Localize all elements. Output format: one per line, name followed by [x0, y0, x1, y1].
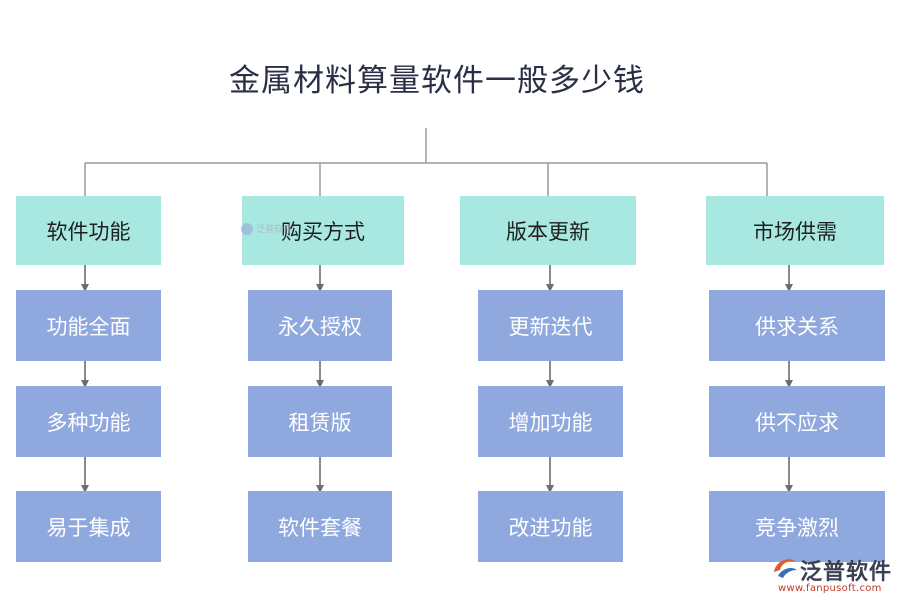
header-box-purchase-method: 购买方式 — [242, 196, 404, 265]
child-box: 改进功能 — [478, 491, 623, 562]
diagram-title: 金属材料算量软件一般多少钱 — [229, 63, 645, 99]
child-box: 增加功能 — [478, 386, 623, 457]
child-box: 供求关系 — [709, 290, 885, 361]
child-label: 改进功能 — [508, 515, 593, 540]
child-box: 功能全面 — [16, 290, 161, 361]
child-label: 多种功能 — [46, 410, 131, 435]
child-label: 易于集成 — [46, 515, 131, 540]
child-box: 多种功能 — [16, 386, 161, 457]
child-label: 供求关系 — [755, 314, 839, 339]
header-label: 版本更新 — [506, 219, 590, 244]
child-label: 租赁版 — [288, 410, 352, 435]
child-box: 易于集成 — [16, 491, 161, 562]
header-label: 软件功能 — [46, 219, 131, 244]
child-label: 永久授权 — [278, 314, 362, 339]
child-label: 功能全面 — [46, 314, 131, 339]
header-label: 购买方式 — [281, 219, 365, 244]
child-label: 供不应求 — [755, 410, 839, 435]
child-box: 软件套餐 — [248, 491, 392, 562]
header-box-software-features: 软件功能 — [16, 196, 161, 265]
header-box-version-update: 版本更新 — [460, 196, 636, 265]
watermark-logo-icon — [241, 222, 253, 235]
brand-url: www.fanpusoft.com — [778, 583, 882, 594]
child-label: 竞争激烈 — [755, 515, 839, 540]
child-label: 增加功能 — [508, 410, 593, 435]
child-box: 供不应求 — [709, 386, 885, 457]
arrow-group — [81, 265, 793, 493]
header-box-market-supply: 市场供需 — [706, 196, 884, 265]
child-label: 软件套餐 — [278, 515, 362, 540]
brand-name: 泛普软件 — [800, 560, 893, 585]
watermark: 泛普软件 — [241, 222, 292, 235]
header-label: 市场供需 — [753, 219, 837, 244]
child-box: 租赁版 — [248, 386, 392, 457]
brand-swirl-icon — [774, 559, 797, 578]
brand-logo: 泛普软件 www.fanpusoft.com — [770, 552, 894, 596]
child-label: 更新迭代 — [508, 314, 593, 339]
watermark-text: 泛普软件 — [256, 225, 293, 235]
child-box: 更新迭代 — [478, 290, 623, 361]
child-box: 竞争激烈 — [709, 491, 885, 562]
child-box: 永久授权 — [248, 290, 392, 361]
